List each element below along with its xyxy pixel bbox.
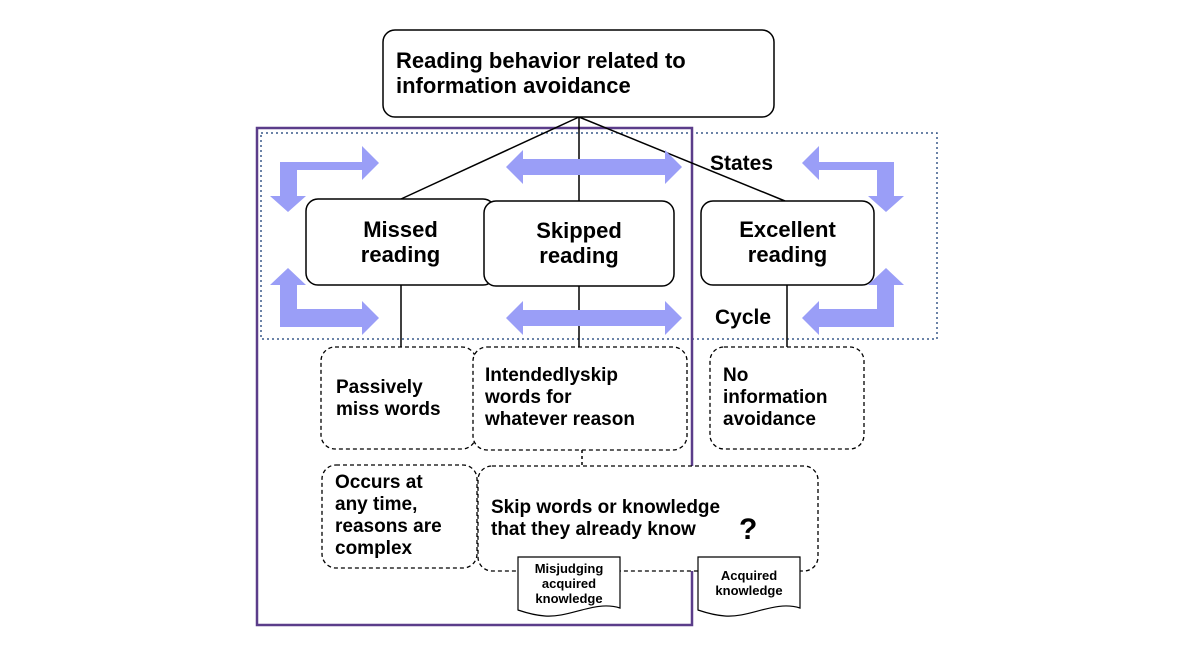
arrow-top-right-icon: [802, 146, 904, 212]
passive-note-text: Passively miss words: [336, 377, 441, 420]
title-box: [382, 29, 775, 118]
states-cycle-region: [260, 132, 938, 340]
skip-known-note-text: Skip words or knowledge that they alread…: [491, 497, 721, 540]
misjudging-document-shape: [517, 556, 621, 617]
cycle-label: Cycle: [715, 306, 772, 329]
diagram-title: Reading behavior related to information …: [396, 48, 686, 98]
arrow-top-middle-icon: [506, 150, 682, 184]
arrow-bottom-right-icon: [802, 268, 904, 335]
note-boxes: [320, 346, 865, 572]
skipped-reading-box: [483, 200, 675, 287]
question-mark: ?: [739, 513, 758, 546]
excellent-reading-label: Excellent reading: [739, 217, 836, 267]
arrow-top-left-icon: [270, 146, 379, 212]
arrow-bottom-left-icon: [270, 268, 379, 335]
intended-note-text: Intendedlyskip words for whatever reason: [485, 365, 635, 430]
intended-note-box: [472, 346, 688, 451]
excellent-reading-box: [700, 200, 875, 286]
acquired-document-shape: [697, 556, 801, 617]
avoidance-frame: [255, 126, 694, 627]
missed-reading-label: Missed reading: [360, 217, 441, 267]
no-avoidance-note-box: [709, 346, 865, 450]
connector-lines: [400, 116, 788, 466]
states-label: States: [710, 152, 774, 175]
arrow-bottom-middle-icon: [506, 301, 682, 335]
acquired-document-text: Acquired knowledge: [715, 568, 783, 598]
skip-known-note-box: [477, 465, 819, 572]
occurs-note-text: Occurs at any time, reasons are complex: [335, 472, 442, 559]
cycle-arrows: [270, 146, 904, 335]
no-avoidance-note-text: No information avoidance: [723, 365, 828, 430]
occurs-note-box: [321, 464, 478, 569]
misjudging-document-text: Misjudging acquired knowledge: [534, 561, 604, 606]
skipped-reading-label: Skipped reading: [536, 218, 622, 268]
